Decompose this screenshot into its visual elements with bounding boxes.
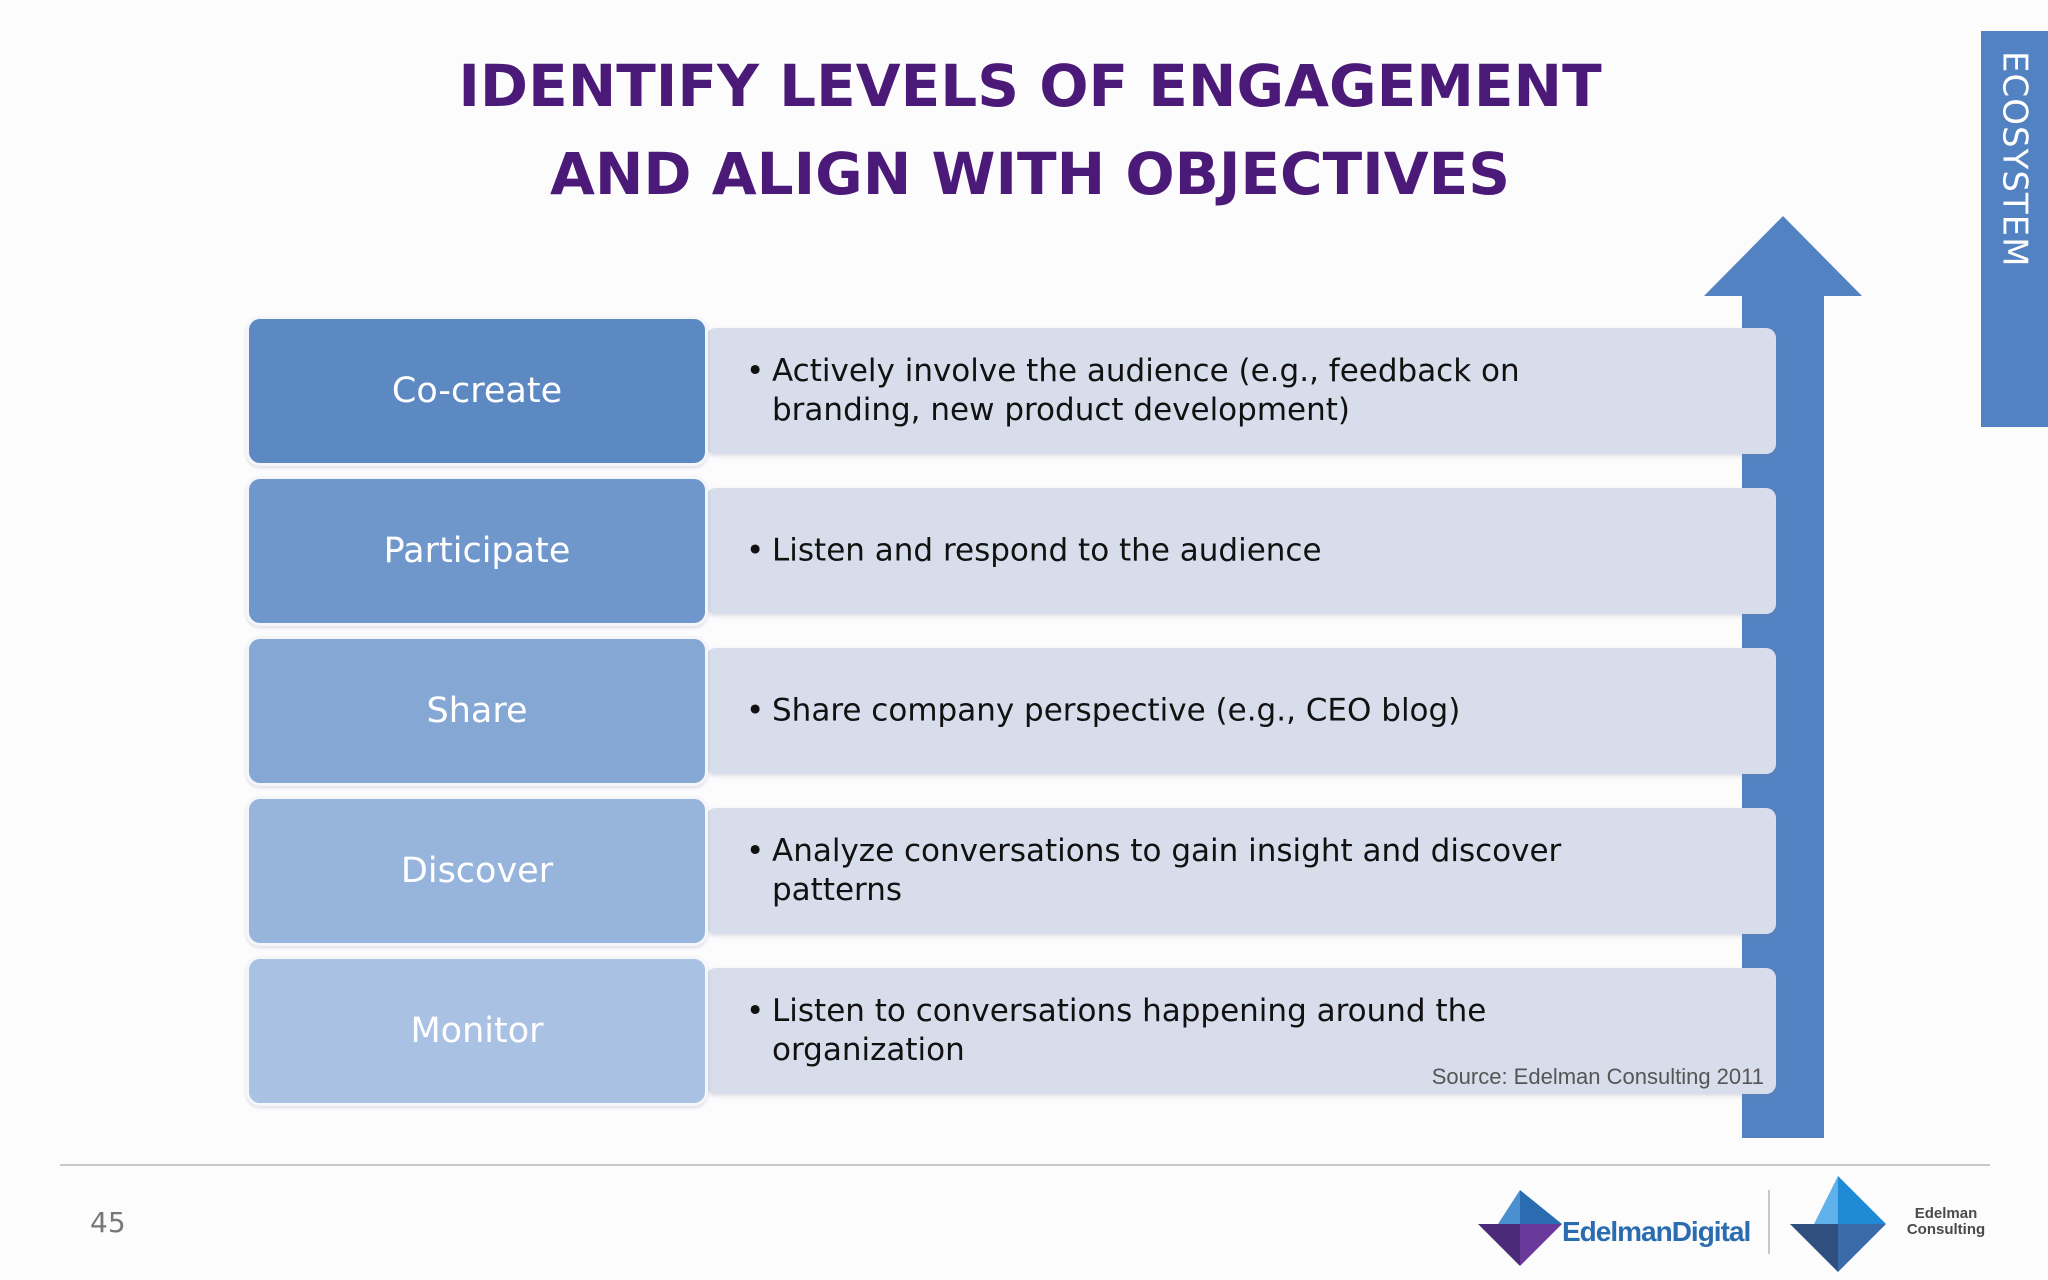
level-description: • Share company perspective (e.g., CEO b…: [746, 692, 1666, 731]
level-description: • Analyze conversations to gain insight …: [746, 832, 1666, 910]
level-description-box: • Actively involve the audience (e.g., f…: [706, 328, 1776, 454]
level-description: • Actively involve the audience (e.g., f…: [746, 352, 1666, 430]
level-row-participate: • Listen and respond to the audience Par…: [246, 476, 1776, 626]
level-description: • Listen to conversations happening arou…: [746, 992, 1666, 1070]
edelman-digital-wordmark: EdelmanDigital: [1562, 1216, 1751, 1247]
level-description-text: Share company perspective (e.g., CEO blo…: [772, 692, 1461, 729]
level-description-box: • Listen to conversations happening arou…: [706, 968, 1776, 1094]
edelman-consulting-line-1: Edelman: [1914, 1205, 1978, 1222]
edelman-digital-logo: EdelmanDigital: [1478, 1188, 1768, 1268]
bullet: •: [746, 532, 765, 569]
level-label-monitor: Monitor: [246, 956, 708, 1106]
edelman-consulting-line-2: Consulting: [1906, 1221, 1986, 1238]
level-label-participate: Participate: [246, 476, 708, 626]
level-description-text: Actively involve the audience (e.g., fee…: [772, 353, 1520, 428]
edelman-consulting-wordmark: Edelman Consulting: [1896, 1206, 1996, 1238]
level-row-co-create: • Actively involve the audience (e.g., f…: [246, 316, 1776, 466]
level-label-co-create: Co-create: [246, 316, 708, 466]
ecosystem-label: ECOSYSTEM: [1994, 51, 2035, 268]
bullet: •: [746, 833, 765, 869]
logo-divider: [1768, 1190, 1770, 1254]
edelman-consulting-logo: Edelman Consulting: [1790, 1176, 2040, 1276]
slide-title: IDENTIFY LEVELS OF ENGAGEMENT AND ALIGN …: [420, 42, 1640, 218]
bullet: •: [746, 993, 765, 1029]
edelman-consulting-mark-icon: [1790, 1176, 1886, 1272]
level-row-share: • Share company perspective (e.g., CEO b…: [246, 636, 1776, 786]
footer-divider: [60, 1164, 1990, 1166]
level-label-share: Share: [246, 636, 708, 786]
level-description: • Listen and respond to the audience: [746, 532, 1666, 571]
level-description-box: • Share company perspective (e.g., CEO b…: [706, 648, 1776, 774]
edelman-digital-mark-icon: [1478, 1190, 1562, 1266]
level-description-box: • Listen and respond to the audience: [706, 488, 1776, 614]
bullet: •: [746, 692, 765, 729]
bullet: •: [746, 353, 765, 389]
ecosystem-side-tab: ECOSYSTEM: [1981, 31, 2048, 427]
level-row-discover: • Analyze conversations to gain insight …: [246, 796, 1776, 946]
level-description-text: Analyze conversations to gain insight an…: [772, 833, 1562, 908]
level-row-monitor: • Listen to conversations happening arou…: [246, 956, 1776, 1106]
level-label-discover: Discover: [246, 796, 708, 946]
level-description-text: Listen and respond to the audience: [772, 532, 1322, 569]
title-line-1: IDENTIFY LEVELS OF ENGAGEMENT: [458, 52, 1602, 120]
page-number: 45: [90, 1206, 126, 1239]
level-description-text: Listen to conversations happening around…: [772, 993, 1487, 1068]
title-line-2: AND ALIGN WITH OBJECTIVES: [549, 140, 1511, 208]
level-description-box: • Analyze conversations to gain insight …: [706, 808, 1776, 934]
source-note: Source: Edelman Consulting 2011: [1431, 1064, 1764, 1089]
